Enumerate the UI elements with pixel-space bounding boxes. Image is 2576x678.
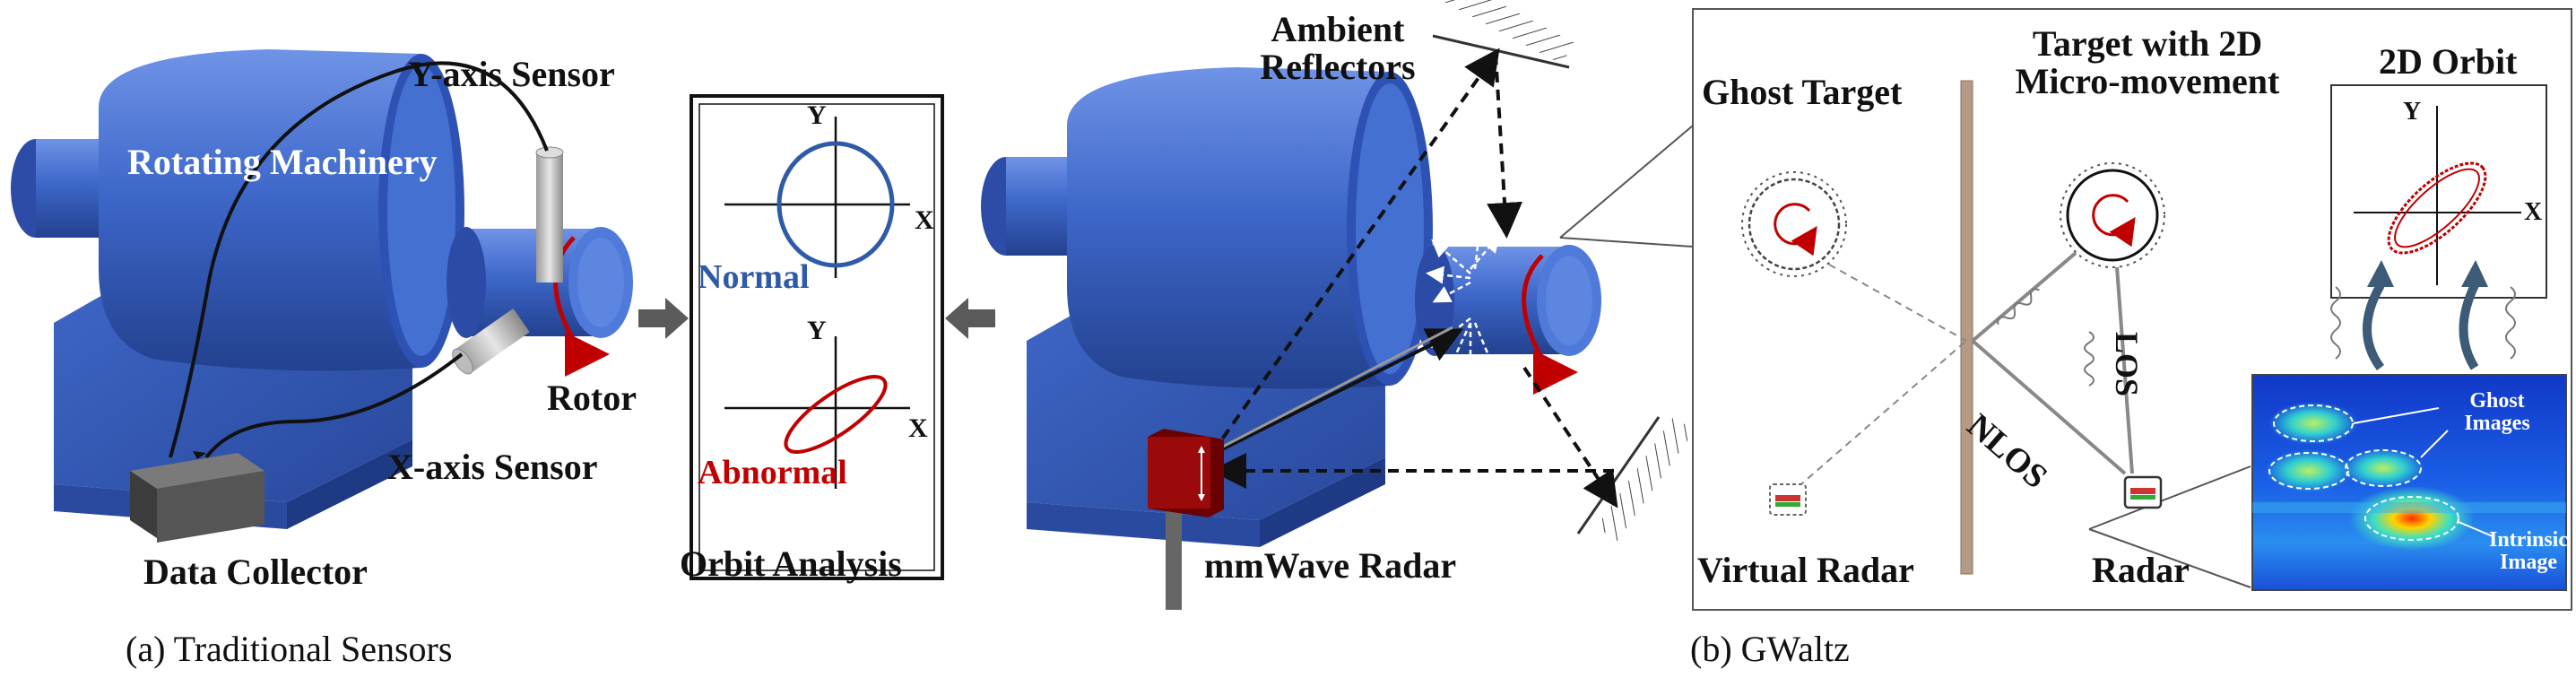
normal-label: Normal bbox=[698, 258, 810, 296]
virtual-radar-icon bbox=[1769, 483, 1807, 516]
arrow-left-icon bbox=[945, 298, 995, 339]
radar-icon bbox=[2123, 475, 2163, 509]
x-axis-sensor-label: X-axis Sensor bbox=[387, 447, 598, 487]
abnormal-orbit bbox=[784, 375, 888, 454]
axis-y-normal: Y bbox=[807, 100, 827, 130]
arrow-right-icon bbox=[638, 298, 689, 339]
ambient-reflectors-label: Ambient Reflectors bbox=[1260, 9, 1416, 87]
ghost-images-label: Ghost Images bbox=[2464, 389, 2530, 436]
ghost-target bbox=[1741, 171, 1847, 277]
reflector-bottom bbox=[1576, 416, 1695, 542]
radar-label: Radar bbox=[2092, 550, 2190, 590]
caption-a: (a) Traditional Sensors bbox=[126, 629, 453, 669]
abnormal-label: Abnormal bbox=[698, 454, 847, 491]
y-axis-sensor-label: Y-axis Sensor bbox=[408, 54, 615, 94]
rotating-machinery-label: Rotating Machinery bbox=[127, 142, 438, 182]
virtual-radar-label: Virtual Radar bbox=[1697, 550, 1914, 590]
axis-y-2d: Y bbox=[2403, 98, 2421, 126]
los-label: LOS bbox=[2109, 332, 2145, 397]
target-2d-label: Target with 2D Micro-movement bbox=[2015, 23, 2280, 101]
mmwave-radar-label: mmWave Radar bbox=[1204, 545, 1457, 586]
caption-b: (b) GWaltz bbox=[1690, 629, 1850, 669]
machine-b bbox=[981, 67, 1601, 547]
mmwave-radar bbox=[1148, 429, 1224, 610]
orbit-analysis-box bbox=[690, 94, 944, 580]
ghost-target-label: Ghost Target bbox=[1702, 72, 1903, 112]
rotor-label: Rotor bbox=[547, 378, 637, 418]
machine-a bbox=[11, 49, 633, 543]
axis-x-abnormal: X bbox=[908, 413, 928, 443]
radar-heatmap bbox=[2251, 374, 2567, 591]
orbit-2d-box bbox=[2330, 84, 2547, 299]
intrinsic-image-label: Intrinsic Image bbox=[2488, 528, 2568, 575]
axis-y-abnormal: Y bbox=[807, 316, 827, 345]
wall bbox=[1960, 80, 1973, 575]
real-target bbox=[2060, 162, 2165, 268]
axis-x-2d: X bbox=[2524, 198, 2542, 226]
orbit-2d-label: 2D Orbit bbox=[2379, 41, 2518, 82]
reflector-top bbox=[1432, 0, 1574, 69]
orbit-analysis-label: Orbit Analysis bbox=[680, 543, 902, 584]
axis-x-normal: X bbox=[915, 205, 934, 235]
normal-orbit bbox=[776, 141, 895, 268]
data-collector-label: Data Collector bbox=[143, 552, 368, 592]
